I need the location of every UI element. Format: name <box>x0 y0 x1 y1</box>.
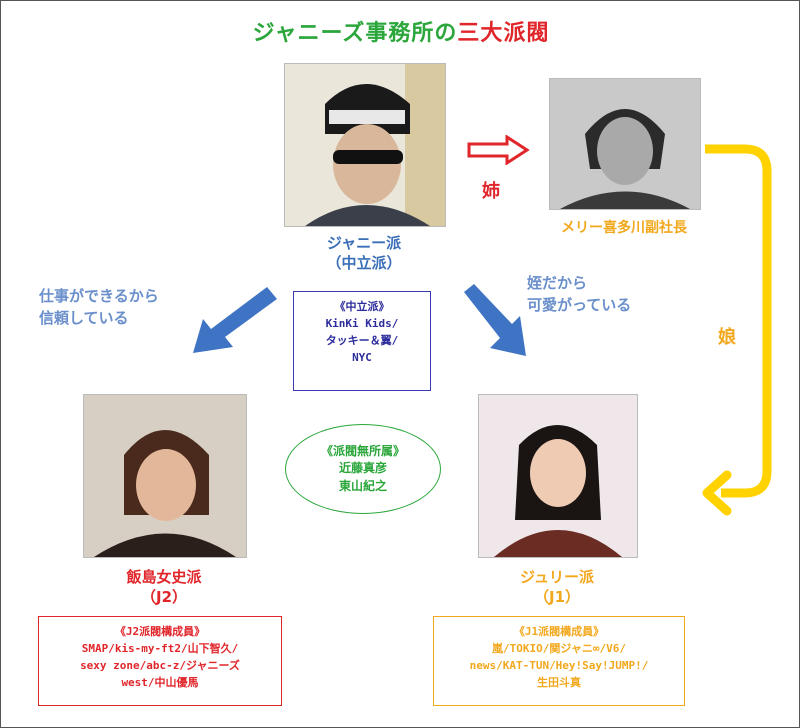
iijima-faction-name: 飯島女史派 <box>126 568 202 586</box>
j1-box-line-2: news/KAT-TUN/Hey!Say!JUMP!/ <box>469 659 649 673</box>
title-part-2: 三大派閥 <box>457 21 550 46</box>
title-part-1: ジャニーズ事務所の <box>252 21 458 46</box>
j1-box-line-3: 生田斗真 <box>537 676 581 690</box>
j1-members-box: 《J1派閥構成員》 嵐/TOKIO/関ジャニ∞/V6/ news/KAT-TUN… <box>433 616 685 706</box>
right-note-line-2: 可愛がっている <box>527 295 632 314</box>
neutral-members-box: 《中立派》 KinKi Kids/ タッキー＆翼/ NYC <box>293 291 431 391</box>
johnny-faction-sub: （中立派） <box>326 254 402 273</box>
sister-arrow <box>467 135 530 165</box>
daughter-label: 娘 <box>718 327 736 348</box>
julie-faction-label: ジュリー派 （J1） <box>478 567 636 608</box>
unaffiliated-title: 《派閥無所属》 <box>320 443 405 458</box>
arrow-to-julie <box>464 284 526 356</box>
neutral-box-title: 《中立派》 <box>334 300 390 313</box>
diagram-title: ジャニーズ事務所の三大派閥 <box>1 15 799 47</box>
mary-caption: メリー喜多川副社長 <box>561 220 687 236</box>
mary-photo <box>549 78 701 210</box>
johnny-faction-label: ジャニー派 （中立派） <box>284 233 444 274</box>
unaffiliated-line-2: 東山紀之 <box>338 478 387 493</box>
neutral-box-line-3: NYC <box>352 351 372 365</box>
right-note-line-1: 姪だから <box>527 274 588 292</box>
unaffiliated-line-1: 近藤真彦 <box>338 461 387 476</box>
iijima-photo <box>83 394 247 558</box>
j2-box-line-3: west/中山優馬 <box>121 676 199 690</box>
johnny-faction-name: ジャニー派 <box>326 234 402 252</box>
j2-members-box: 《J2派閥構成員》 SMAP/kis-my-ft2/山下智久/ sexy zon… <box>38 616 282 706</box>
j2-box-line-1: SMAP/kis-my-ft2/山下智久/ <box>81 642 239 656</box>
iijima-faction-sub: （J2） <box>140 588 188 607</box>
j2-box-line-2: sexy zone/abc-z/ジャニーズ <box>80 659 240 673</box>
sister-label: 姉 <box>482 181 500 202</box>
left-relation-note: 仕事ができるから 信頼している <box>39 286 159 330</box>
julie-faction-sub: （J1） <box>533 588 581 607</box>
right-relation-note: 姪だから 可愛がっている <box>527 273 631 317</box>
left-note-line-1: 仕事ができるから <box>39 287 159 305</box>
johnny-photo <box>284 63 446 227</box>
unaffiliated-ellipse: 《派閥無所属》 近藤真彦 東山紀之 <box>285 424 441 514</box>
neutral-box-line-2: タッキー＆翼/ <box>325 334 399 348</box>
iijima-faction-label: 飯島女史派 （J2） <box>83 567 245 608</box>
arrow-to-iijima <box>193 287 277 353</box>
julie-photo <box>478 394 638 558</box>
j1-box-title: 《J1派閥構成員》 <box>513 625 605 638</box>
left-note-line-2: 信頼している <box>39 308 129 327</box>
julie-faction-name: ジュリー派 <box>520 568 594 586</box>
j2-box-title: 《J2派閥構成員》 <box>114 625 206 638</box>
j1-box-line-1: 嵐/TOKIO/関ジャニ∞/V6/ <box>492 642 626 656</box>
daughter-arrow <box>702 144 772 516</box>
neutral-box-line-1: KinKi Kids/ <box>325 317 399 331</box>
